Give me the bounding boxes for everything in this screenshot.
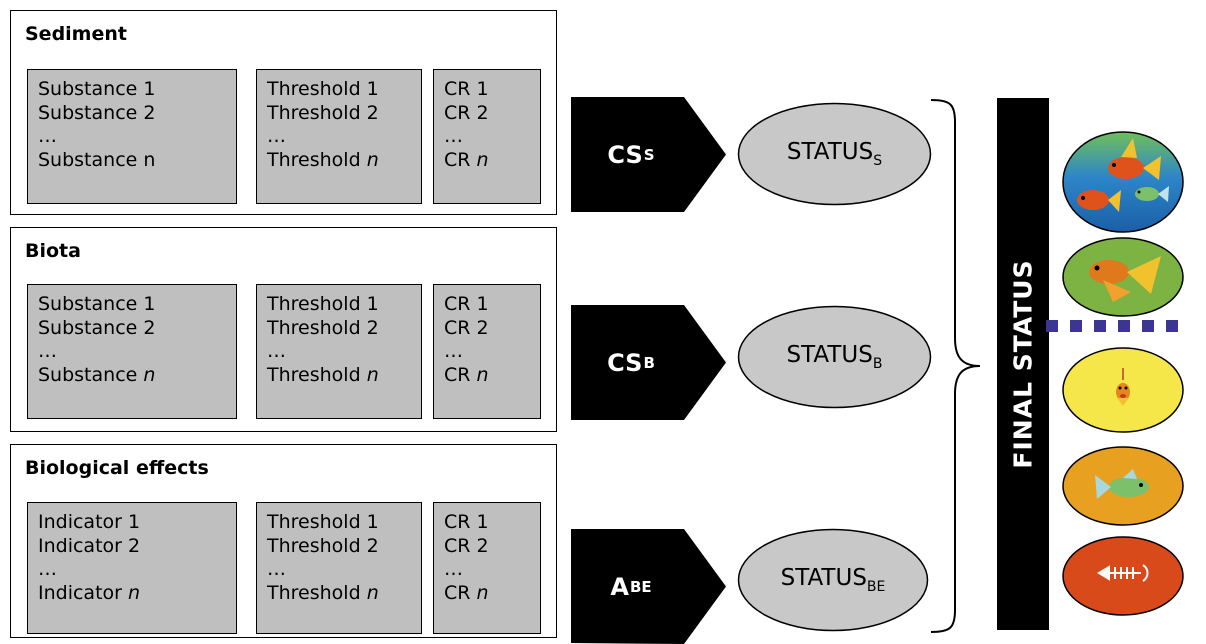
list-item: … [38, 125, 57, 147]
status-label: STATUSBE [780, 565, 886, 595]
list-item: … [38, 340, 57, 362]
list-item: … [444, 125, 463, 147]
list-item: CR 2 [444, 101, 489, 124]
list-item: Threshold 1 [267, 293, 379, 315]
sick-fish-icon [1095, 469, 1149, 499]
list-item: CR 1 [444, 511, 489, 533]
list-item: CR n [444, 148, 489, 171]
final-status-bar [997, 98, 1049, 630]
biota-panel: Biota Substance 1 Substance 2 … Substanc… [10, 227, 557, 432]
panel-title: Biological effects [25, 457, 209, 479]
list-item: CR 2 [444, 534, 489, 557]
final-status-label: FINAL STATUS [1008, 259, 1038, 469]
threshold-list: Threshold 1 Threshold 2 … Threshold n [256, 502, 422, 634]
list-item: CR 1 [444, 78, 489, 100]
list-item: Substance 2 [38, 101, 156, 124]
list-item: Threshold n [267, 363, 379, 386]
list-item: Substance n [38, 363, 156, 386]
moderate-boundary-divider [1046, 320, 1178, 332]
substance-list: Substance 1 Substance 2 … Substance n [27, 69, 237, 204]
list-item: CR n [444, 581, 489, 604]
status-biological-effects-ellipse: STATUSBE [737, 528, 929, 632]
sediment-panel: Sediment Substance 1 Substance 2 … Subst… [10, 10, 557, 215]
list-item: Threshold 2 [267, 101, 379, 124]
list-item: CR n [444, 363, 489, 386]
list-item: Substance 2 [38, 316, 156, 339]
list-item: Threshold 1 [267, 78, 379, 100]
fish-skeleton-icon [1097, 564, 1149, 582]
indicator-list: Indicator 1 Indicator 2 … Indicator n [27, 502, 237, 634]
list-item: Threshold 2 [267, 316, 379, 339]
list-item: … [38, 558, 57, 580]
threshold-list: Threshold 1 Threshold 2 … Threshold n [256, 69, 422, 204]
list-item: Indicator 2 [38, 534, 141, 557]
fish-icon [1089, 256, 1161, 302]
list-item: Threshold n [267, 581, 379, 604]
cr-list: CR 1 CR 2 … CR n [433, 69, 541, 204]
list-item: … [444, 340, 463, 362]
cr-list: CR 1 CR 2 … CR n [433, 284, 541, 419]
list-item: Indicator 1 [38, 511, 141, 533]
list-item: Threshold 1 [267, 511, 379, 533]
status-sediment-ellipse: STATUSS [737, 102, 932, 206]
list-item: CR 1 [444, 293, 489, 315]
list-item: CR 2 [444, 316, 489, 339]
biological-effects-panel: Biological effects Indicator 1 Indicator… [10, 444, 557, 638]
panel-title: Biota [25, 240, 81, 262]
status-biota-ellipse: STATUSB [737, 305, 932, 409]
threshold-list: Threshold 1 Threshold 2 … Threshold n [256, 284, 422, 419]
list-item: Substance 1 [38, 293, 156, 315]
status-label: STATUSB [786, 342, 883, 372]
list-item: … [444, 558, 463, 580]
list-item: … [267, 558, 286, 580]
list-item: Indicator n [38, 581, 141, 604]
list-item: … [267, 125, 286, 147]
list-item: Threshold 2 [267, 534, 379, 557]
substance-list: Substance 1 Substance 2 … Substance n [27, 284, 237, 419]
list-item: Substance n [38, 148, 156, 171]
status-label: STATUSS [786, 139, 883, 169]
panel-title: Sediment [25, 23, 127, 45]
three-fish-icon [1077, 138, 1169, 212]
cr-list: CR 1 CR 2 … CR n [433, 502, 541, 634]
list-item: Threshold n [267, 148, 379, 171]
list-item: Substance 1 [38, 78, 156, 100]
list-item: … [267, 340, 286, 362]
brace-icon [930, 99, 981, 633]
small-fish-icon [1116, 368, 1130, 406]
